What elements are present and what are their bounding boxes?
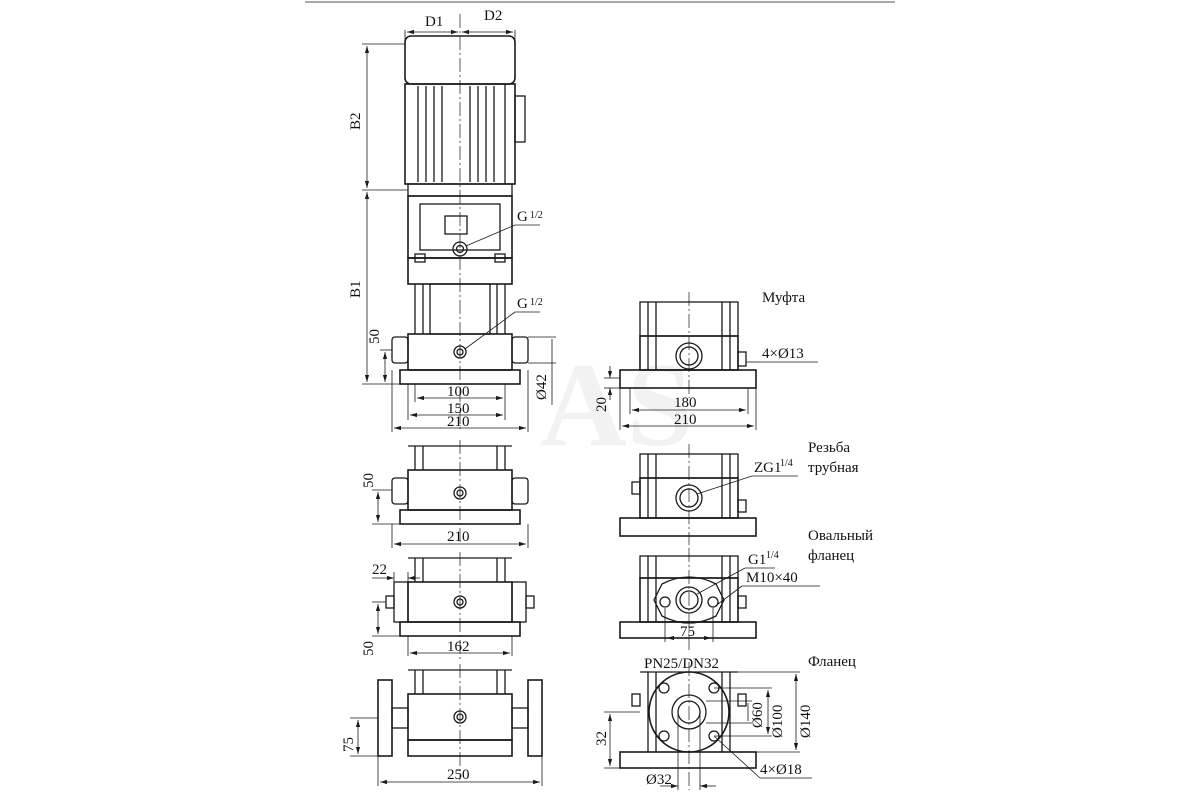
flanec-h32: 32 [594, 731, 610, 746]
dim-210-threaded: 210 [447, 529, 470, 545]
label-half-top: 1/2 [530, 210, 543, 221]
flanec-d32: Ø32 [646, 772, 672, 788]
flanec-d60: Ø60 [750, 702, 766, 728]
mufta-h20: 20 [594, 397, 610, 412]
dim-50-main: 50 [367, 329, 383, 344]
rezba-frac: 1/4 [780, 458, 793, 469]
motor-fins [417, 86, 495, 182]
rezba-title-2: трубная [808, 460, 859, 476]
oval-title-2: фланец [808, 548, 854, 564]
side-view-oval: 22 50 162 [361, 552, 535, 660]
dim-d42: Ø42 [534, 374, 550, 400]
dim-B1: B1 [348, 280, 364, 298]
flanec-d100: Ø100 [770, 705, 786, 738]
main-view: D1 D2 B2 B1 50 G 1/2 G 1/2 Ø42 100 15 [348, 8, 556, 432]
mufta-w210: 210 [674, 412, 697, 428]
mufta-bolts: 4×Ø13 [762, 346, 804, 362]
oval-w75: 75 [680, 624, 695, 640]
flanec-title: Фланец [808, 654, 856, 670]
flanec-d140: Ø140 [798, 705, 814, 738]
dim-75-left: 75 [341, 737, 357, 752]
dim-150: 150 [447, 401, 470, 417]
label-G-mid: G [517, 296, 528, 312]
oval-thread: G1 [748, 552, 766, 568]
end-view-mufta: Муфта 4×Ø13 20 180 210 [594, 290, 818, 430]
end-view-rezba: Резьба трубная ZG1 1/4 [619, 440, 859, 545]
flanec-spec: PN25/DN32 [644, 656, 719, 672]
inlet-port [391, 336, 409, 364]
side-view-flange: 75 250 [341, 664, 543, 786]
label-G-top: G [517, 209, 528, 225]
rezba-thread: ZG1 [754, 460, 782, 476]
dim-D2: D2 [484, 8, 502, 24]
dim-50-threaded: 50 [361, 473, 377, 488]
dim-100: 100 [447, 384, 470, 400]
terminal-box [514, 95, 526, 143]
flanec-bolts: 4×Ø18 [760, 762, 802, 778]
outlet-port [511, 336, 529, 364]
oval-bolt: M10×40 [746, 570, 798, 586]
dim-50-oval: 50 [361, 641, 377, 656]
dim-162: 162 [447, 639, 470, 655]
mufta-title: Муфта [762, 290, 806, 306]
dim-250: 250 [447, 767, 470, 783]
label-half-mid: 1/2 [530, 297, 543, 308]
lantern-bracket [407, 195, 513, 259]
dim-D1: D1 [425, 14, 443, 30]
oval-title-1: Овальный [808, 528, 873, 544]
watermark: AS [540, 338, 693, 471]
dim-B2: B2 [348, 112, 364, 130]
side-view-threaded: 50 210 [361, 440, 529, 548]
rezba-title-1: Резьба [808, 440, 850, 456]
mufta-w180: 180 [674, 395, 697, 411]
end-view-oval-flange: Овальный фланец G1 1/4 M10×40 75 [619, 528, 873, 650]
oval-frac: 1/4 [766, 550, 779, 561]
end-view-round-flange: Фланец PN25/DN32 Ø60 Ø100 Ø140 32 Ø32 4×… [594, 654, 856, 790]
dim-22: 22 [372, 562, 387, 578]
dim-210-main: 210 [447, 414, 470, 430]
